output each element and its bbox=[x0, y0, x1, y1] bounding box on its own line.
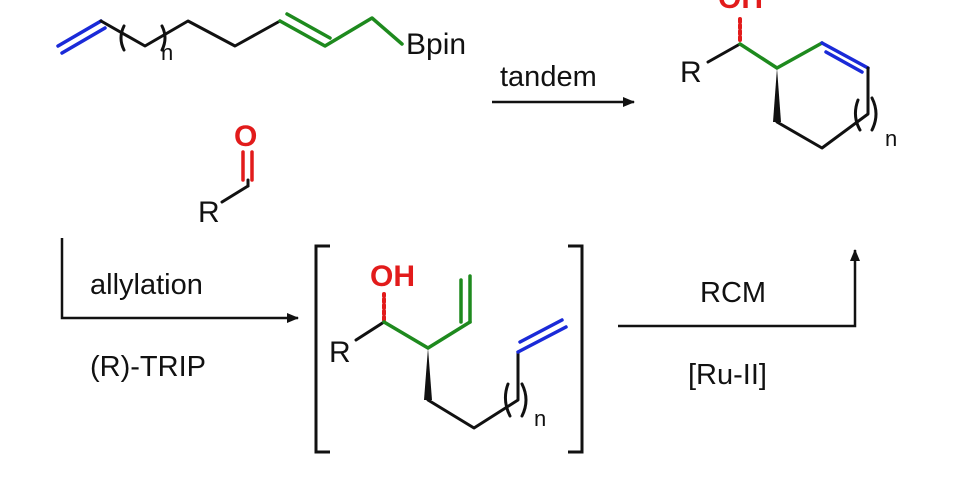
reagent-n-subscript: n bbox=[161, 40, 173, 65]
intermediate-r-bond bbox=[354, 320, 386, 342]
reagent-terminal-alkene bbox=[56, 19, 103, 48]
tandem-arrow: tandem bbox=[492, 61, 635, 107]
cyclic-product: OH R n bbox=[680, 0, 897, 151]
intermediate-allyl-unit bbox=[382, 320, 472, 350]
reagent-repeat-paren-right bbox=[160, 24, 167, 52]
rcm-label: RCM bbox=[700, 277, 766, 309]
product-repeat-paren-left bbox=[853, 98, 862, 132]
catalyst-label: (R)-TRIP bbox=[90, 351, 206, 383]
allylation-arrow: allylation (R)-TRIP bbox=[60, 238, 299, 383]
aldehyde-r-label: R bbox=[198, 196, 220, 229]
product-allyl-unit bbox=[738, 41, 824, 70]
intermediate-oh-label: OH bbox=[370, 260, 415, 293]
intermediate-bracket-right bbox=[568, 244, 584, 454]
product-ring-alkene bbox=[820, 41, 870, 70]
product-ring-alkene-second bbox=[824, 50, 864, 74]
product-solid-wedge bbox=[773, 68, 781, 122]
intermediate-chain bbox=[426, 350, 520, 430]
intermediate-solid-wedge bbox=[424, 348, 432, 400]
allylation-arrow-line bbox=[60, 238, 299, 323]
intermediate-repeat-paren-right bbox=[520, 382, 528, 418]
reagent-allyl-double-bond bbox=[285, 12, 332, 40]
rcm-arrow: RCM [Ru-II] bbox=[618, 249, 860, 391]
intermediate-repeat-paren-left bbox=[503, 382, 512, 418]
aldehyde: O R bbox=[198, 120, 257, 229]
rcm-arrow-line bbox=[618, 249, 860, 328]
product-r-label: R bbox=[680, 56, 702, 89]
ruthenium-catalyst-label: [Ru-II] bbox=[688, 359, 767, 391]
tandem-label: tandem bbox=[500, 61, 597, 93]
aldehyde-oxygen-label: O bbox=[234, 120, 257, 153]
aldehyde-r-bond bbox=[220, 184, 250, 204]
intermediate-bracket-left bbox=[314, 244, 330, 454]
reagent-alkyl-chain bbox=[99, 19, 282, 48]
product-ring-bonds bbox=[775, 66, 870, 150]
product-repeat-paren-right bbox=[870, 96, 878, 132]
reagent-repeat-paren-left bbox=[119, 24, 126, 52]
product-n-subscript: n bbox=[885, 126, 897, 151]
intermediate: OH R n bbox=[314, 244, 584, 454]
reagent-allyl-unit bbox=[278, 16, 404, 48]
product-r-bond bbox=[706, 42, 742, 64]
allylation-label: allylation bbox=[90, 269, 203, 301]
allylboronate-reagent: n Bpin bbox=[56, 12, 466, 65]
reagent-terminal-alkene-second bbox=[60, 26, 107, 55]
intermediate-n-subscript: n bbox=[534, 406, 546, 431]
product-oh-label: OH bbox=[718, 0, 763, 15]
intermediate-terminal-alkene-second bbox=[518, 318, 564, 344]
intermediate-terminal-alkene bbox=[516, 325, 568, 354]
reagent-bpin-label: Bpin bbox=[406, 28, 466, 61]
intermediate-r-label: R bbox=[329, 336, 351, 369]
